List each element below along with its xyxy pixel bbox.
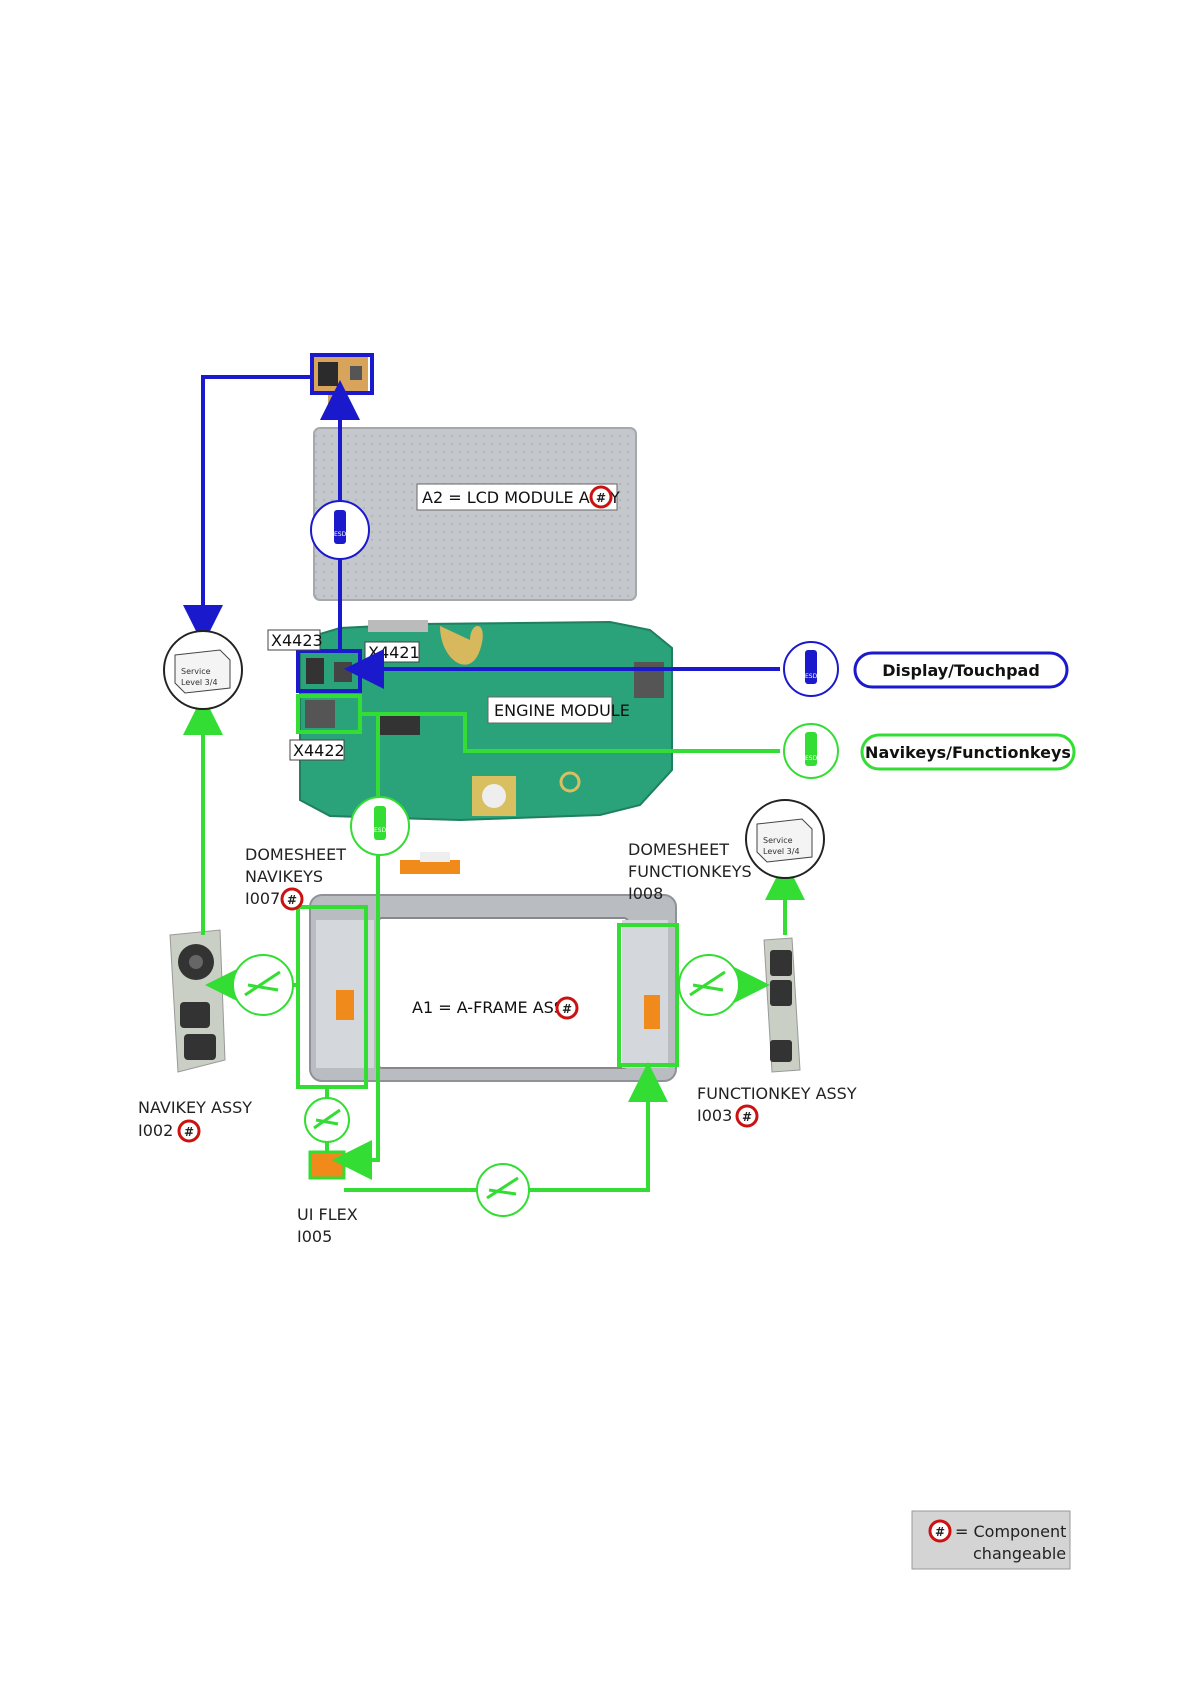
svg-text:NAVIKEYS: NAVIKEYS (245, 867, 323, 886)
svg-text:#: # (184, 1125, 194, 1139)
svg-text:ESD: ESD (805, 755, 818, 762)
svg-text:X4421: X4421 (368, 643, 420, 662)
svg-text:ESD: ESD (805, 673, 818, 680)
svg-text:ESD: ESD (374, 827, 387, 834)
svg-text:Service: Service (181, 667, 211, 676)
svg-text:I002: I002 (138, 1121, 173, 1140)
svg-text:UI FLEX: UI FLEX (297, 1205, 358, 1224)
svg-text:I003: I003 (697, 1106, 732, 1125)
changeable-badge-icon: # (177, 1119, 201, 1143)
legend-line-2: changeable (973, 1544, 1066, 1563)
svg-text:I005: I005 (297, 1227, 332, 1246)
navikey-assy (169, 929, 226, 1073)
svg-text:Level 3/4: Level 3/4 (763, 847, 800, 856)
ui-flex (308, 1150, 346, 1180)
changeable-badge-icon: # (928, 1519, 952, 1543)
ui-flex-label: UI FLEX I005 (297, 1205, 358, 1246)
svg-text:#: # (596, 491, 606, 505)
svg-text:#: # (742, 1110, 752, 1124)
svg-text:Service: Service (763, 836, 793, 845)
svg-text:#: # (562, 1002, 572, 1016)
svg-text:ESD: ESD (334, 531, 347, 538)
esd-tool-icon: ESD (350, 796, 410, 856)
display-touchpad-pill: Display/Touchpad (853, 651, 1069, 689)
a-frame-label: A1 = A-FRAME ASSY (412, 998, 574, 1017)
domesheet-navikeys-label: DOMESHEET NAVIKEYS I007 # (245, 845, 346, 911)
service-level-icon: Service Level 3/4 (163, 630, 243, 710)
pry-tool-icon (304, 1097, 350, 1143)
svg-text:Navikeys/Functionkeys: Navikeys/Functionkeys (865, 743, 1071, 762)
svg-text:I007: I007 (245, 889, 280, 908)
changeable-badge-icon: # (735, 1104, 759, 1128)
svg-text:FUNCTIONKEYS: FUNCTIONKEYS (628, 862, 752, 881)
pry-tool-icon (678, 954, 740, 1016)
x4423-label: X4423 (267, 629, 323, 651)
changeable-badge-icon: # (280, 887, 304, 911)
lcd-module-label-box (416, 483, 618, 511)
svg-text:FUNCTIONKEY ASSY: FUNCTIONKEY ASSY (697, 1084, 857, 1103)
esd-tool-icon: ESD (783, 723, 839, 779)
navikeys-functionkeys-pill: Navikeys/Functionkeys (860, 733, 1076, 771)
functionkey-assy (763, 937, 801, 1073)
x4421-label: X4421 (364, 641, 420, 663)
navikey-assy-label: NAVIKEY ASSY I002 # (138, 1098, 252, 1143)
svg-text:#: # (935, 1525, 945, 1539)
pry-tool-icon (232, 954, 294, 1016)
lcd-module-label: A2 = LCD MODULE ASSY (422, 488, 620, 507)
engine-module-label-box (487, 696, 613, 724)
svg-text:DOMESHEET: DOMESHEET (628, 840, 729, 859)
svg-text:Display/Touchpad: Display/Touchpad (882, 661, 1040, 680)
esd-tool-icon: ESD (310, 500, 370, 560)
svg-text:X4422: X4422 (293, 741, 345, 760)
svg-text:NAVIKEY ASSY: NAVIKEY ASSY (138, 1098, 252, 1117)
changeable-badge-icon: # (555, 996, 579, 1020)
svg-text:DOMESHEET: DOMESHEET (245, 845, 346, 864)
svg-text:X4423: X4423 (271, 631, 323, 650)
domesheet-navikeys-highlight (296, 905, 368, 1089)
legend: # = Component changeable (911, 1510, 1071, 1570)
svg-text:Level 3/4: Level 3/4 (181, 678, 218, 687)
a-frame: A1 = A-FRAME ASSY # (309, 852, 677, 1082)
legend-line-1: = Component (955, 1522, 1066, 1541)
changeable-badge-icon: # (589, 485, 613, 509)
engine-module-label: ENGINE MODULE (494, 701, 630, 720)
x4422-label: X4422 (289, 739, 345, 761)
svg-text:#: # (287, 893, 297, 907)
pry-tool-icon (476, 1163, 530, 1217)
service-level-icon: Service Level 3/4 (745, 799, 825, 879)
lcd-module: A2 = LCD MODULE ASSY # (313, 427, 637, 601)
domesheet-functionkeys-label: DOMESHEET FUNCTIONKEYS I008 (628, 840, 752, 903)
esd-tool-icon: ESD (783, 641, 839, 697)
functionkey-assy-label: FUNCTIONKEY ASSY I003 # (697, 1084, 857, 1128)
svg-text:I008: I008 (628, 884, 663, 903)
